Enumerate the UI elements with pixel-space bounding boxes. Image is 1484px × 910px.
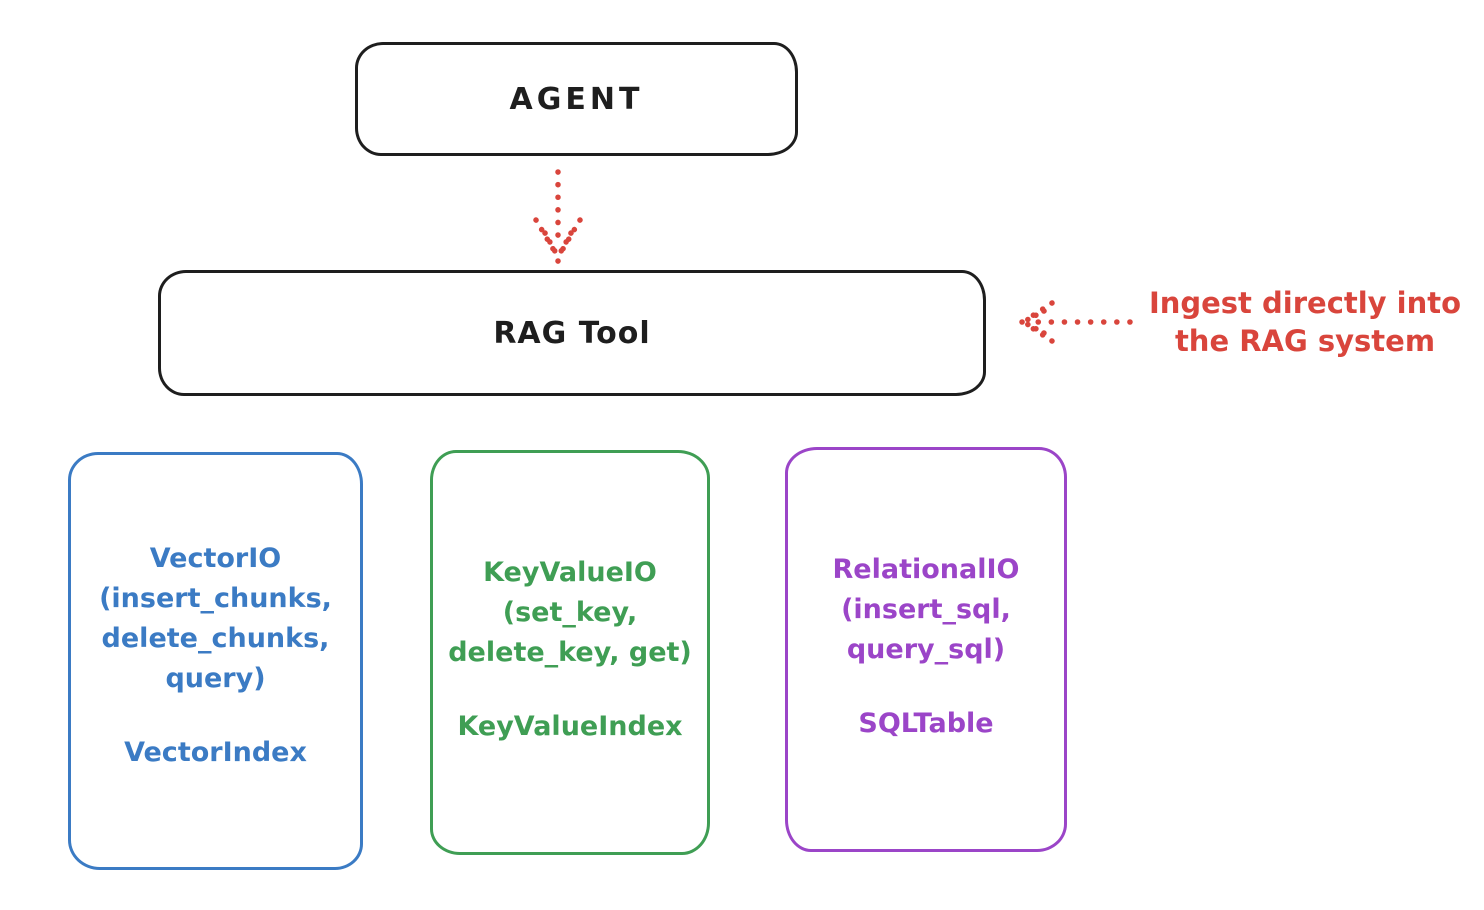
keyvalue-io-line: delete_key, get) (448, 637, 692, 668)
annotation-to-ragtool-arrow (1019, 300, 1133, 344)
relational-io-line: RelationalIO (832, 554, 1020, 585)
ingest-annotation-line1: Ingest directly into (1148, 286, 1462, 320)
ingest-annotation: Ingest directly into the RAG system (1140, 284, 1470, 360)
relational-io-line: (insert_sql, (841, 594, 1011, 625)
agent-to-ragtool-arrow (533, 169, 583, 264)
keyvalue-io-functions: KeyValueIO (set_key, delete_key, get) (448, 553, 692, 673)
vector-io-line: query) (165, 663, 266, 694)
vector-io-box: VectorIO (insert_chunks, delete_chunks, … (68, 452, 363, 870)
vector-index-label: VectorIndex (124, 737, 307, 768)
agent-node: AGENT (355, 42, 798, 156)
vector-io-functions: VectorIO (insert_chunks, delete_chunks, … (99, 539, 332, 699)
keyvalue-io-line: (set_key, (502, 597, 638, 628)
relational-io-box: RelationalIO (insert_sql, query_sql) SQL… (785, 447, 1067, 852)
ingest-annotation-line2: the RAG system (1174, 324, 1436, 358)
relational-io-line: query_sql) (846, 634, 1006, 665)
rag-tool-node: RAG Tool (158, 270, 986, 396)
agent-label: AGENT (509, 81, 644, 117)
keyvalue-io-line: KeyValueIO (483, 557, 657, 588)
vector-io-line: delete_chunks, (101, 623, 330, 654)
sql-table-label: SQLTable (858, 708, 994, 739)
keyvalue-io-box: KeyValueIO (set_key, delete_key, get) Ke… (430, 450, 710, 855)
rag-tool-label: RAG Tool (493, 315, 651, 351)
relational-io-functions: RelationalIO (insert_sql, query_sql) (833, 550, 1020, 670)
vector-io-line: VectorIO (149, 543, 282, 574)
vector-io-line: (insert_chunks, (99, 583, 332, 614)
keyvalue-index-label: KeyValueIndex (457, 711, 683, 742)
